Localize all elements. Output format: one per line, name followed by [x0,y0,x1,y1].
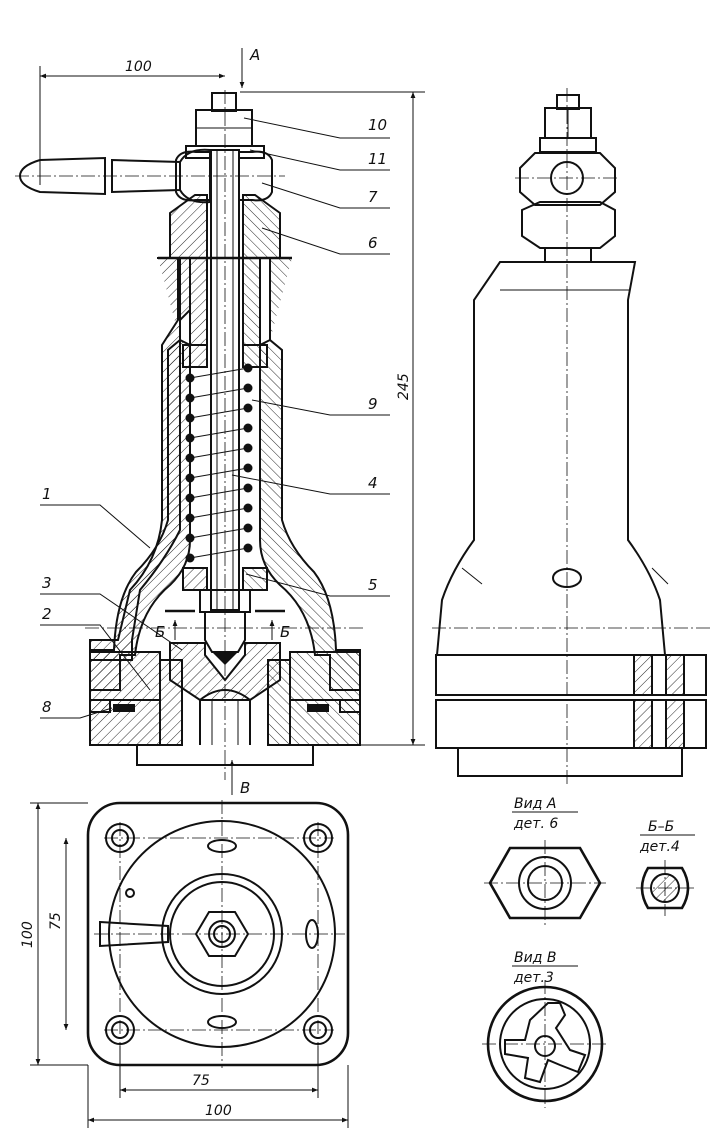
part-label-3: 3 [42,574,52,592]
side-view [432,88,712,785]
part-label-8: 8 [42,698,52,716]
section-bb [636,860,694,916]
title-vid-a-bottom: дет. 6 [513,816,558,832]
dim-plan-75-v: 75 [48,912,64,930]
dim-top-100: 100 [125,59,152,75]
part-label-6: 6 [368,234,378,252]
plan-view [86,800,350,1068]
part-label-5: 5 [368,576,378,594]
title-section-bb-top: Б–Б [648,819,674,835]
part-label-9: 9 [368,395,378,413]
part-label-10: 10 [368,116,387,134]
view-letter-b-left: Б [155,623,165,641]
title-section-bb-bottom: дет.4 [639,839,680,855]
dim-plan-100-h: 100 [205,1103,232,1119]
view-letters: A Б Б В [155,46,290,797]
view-letter-b-right: Б [280,623,290,641]
view-v-part [482,980,608,1108]
view-letter-v: В [240,779,250,797]
title-vid-a-top: Вид А [514,796,556,812]
part-label-1: 1 [42,485,52,503]
dimension-values: 100 245 100 75 75 100 [20,59,412,1119]
part-label-2: 2 [42,605,52,623]
part-label-4: 4 [368,474,378,492]
view-title-rules [512,811,695,967]
view-arrows [172,48,275,795]
lower-body [89,651,361,766]
view-letter-a: A [249,46,260,64]
spring [182,344,268,613]
leaders [40,117,390,719]
part-numbers: 10 11 7 6 9 4 5 1 3 2 8 [42,116,387,716]
part-label-7: 7 [368,188,378,206]
view-a-nut [484,840,606,926]
dimensions [30,66,425,1128]
dim-height-245: 245 [396,373,412,400]
front-section-view [15,90,365,780]
dim-plan-100-v: 100 [20,921,36,948]
view-titles: Вид А дет. 6 Б–Б дет.4 Вид В дет.3 [513,796,680,986]
title-vid-v-top: Вид В [514,950,556,966]
title-vid-v-bottom: дет.3 [513,970,554,986]
part-label-11: 11 [368,150,387,168]
dim-plan-75-h: 75 [192,1073,210,1089]
